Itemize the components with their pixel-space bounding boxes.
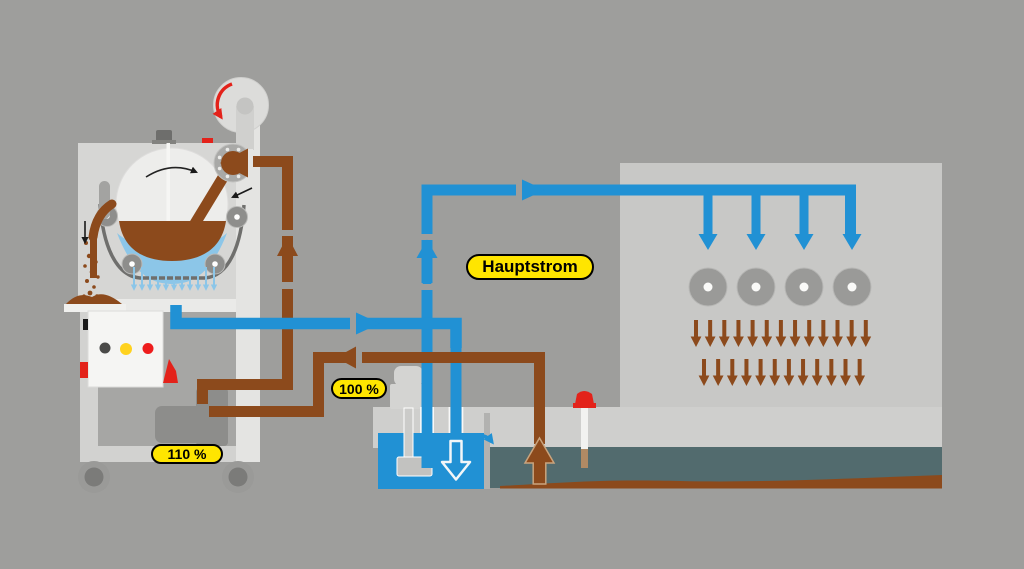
indicator-light-red (142, 343, 154, 354)
tank-divider (484, 413, 490, 489)
flow-arrow-right (522, 179, 545, 201)
indicator-light-yellow (120, 343, 132, 355)
dirty-feed-pipe (197, 148, 298, 404)
belt-strap (236, 106, 254, 150)
filtrate-pipe (170, 305, 464, 433)
belt-roller (226, 206, 248, 228)
caster-wheel (222, 461, 254, 493)
control-panel (80, 310, 178, 388)
inlet-arrow (220, 148, 248, 178)
filter-belt (98, 203, 246, 280)
belt-roller (121, 253, 143, 275)
flow-rate-110-label: 110 % (151, 444, 223, 464)
coolant-nozzle-branches (698, 190, 862, 250)
discharge-tray (64, 304, 126, 312)
indicator-light-gray (99, 342, 111, 354)
dirty-suction-pipe (209, 346, 556, 485)
sludge-heap (66, 294, 122, 304)
sediment-layer (500, 475, 942, 489)
machining-center (620, 163, 942, 407)
level-sensor (573, 391, 596, 468)
filtrate-downpipe (450, 320, 462, 433)
caster-wheel (78, 461, 110, 493)
drum-rotation-arrow (145, 166, 198, 178)
agitator-shaft (166, 143, 170, 233)
overflow-arrow (476, 432, 494, 445)
panel-latch (83, 319, 88, 330)
filter-machine (64, 77, 269, 493)
red-handle (163, 359, 178, 383)
sludge-fall (90, 236, 97, 278)
filtrate-arrow-right (356, 312, 380, 335)
feed-arrow-up (277, 236, 298, 256)
red-side-tab (80, 362, 88, 378)
drive-motor (156, 130, 172, 143)
flow-rate-100-label: 100 % (331, 378, 387, 399)
filtrate-droplets (130, 267, 218, 291)
pulley-rotation-arrow (212, 82, 233, 120)
main-flow-label: Hauptstrom (466, 254, 594, 280)
pulley-hub (236, 97, 254, 115)
immersion-arrow (440, 439, 472, 481)
suction-arrow-left (336, 346, 356, 369)
drive-motor-base (152, 140, 176, 144)
suction-arrow (523, 436, 556, 485)
grinding-wheels (688, 267, 872, 307)
sludge-discharge (88, 199, 117, 242)
top-red-block (202, 138, 213, 143)
belt-direction-arrow (231, 187, 253, 199)
flow-arrow-up (416, 239, 438, 258)
spray-arrows (690, 320, 872, 386)
slurry-pool (119, 221, 226, 261)
